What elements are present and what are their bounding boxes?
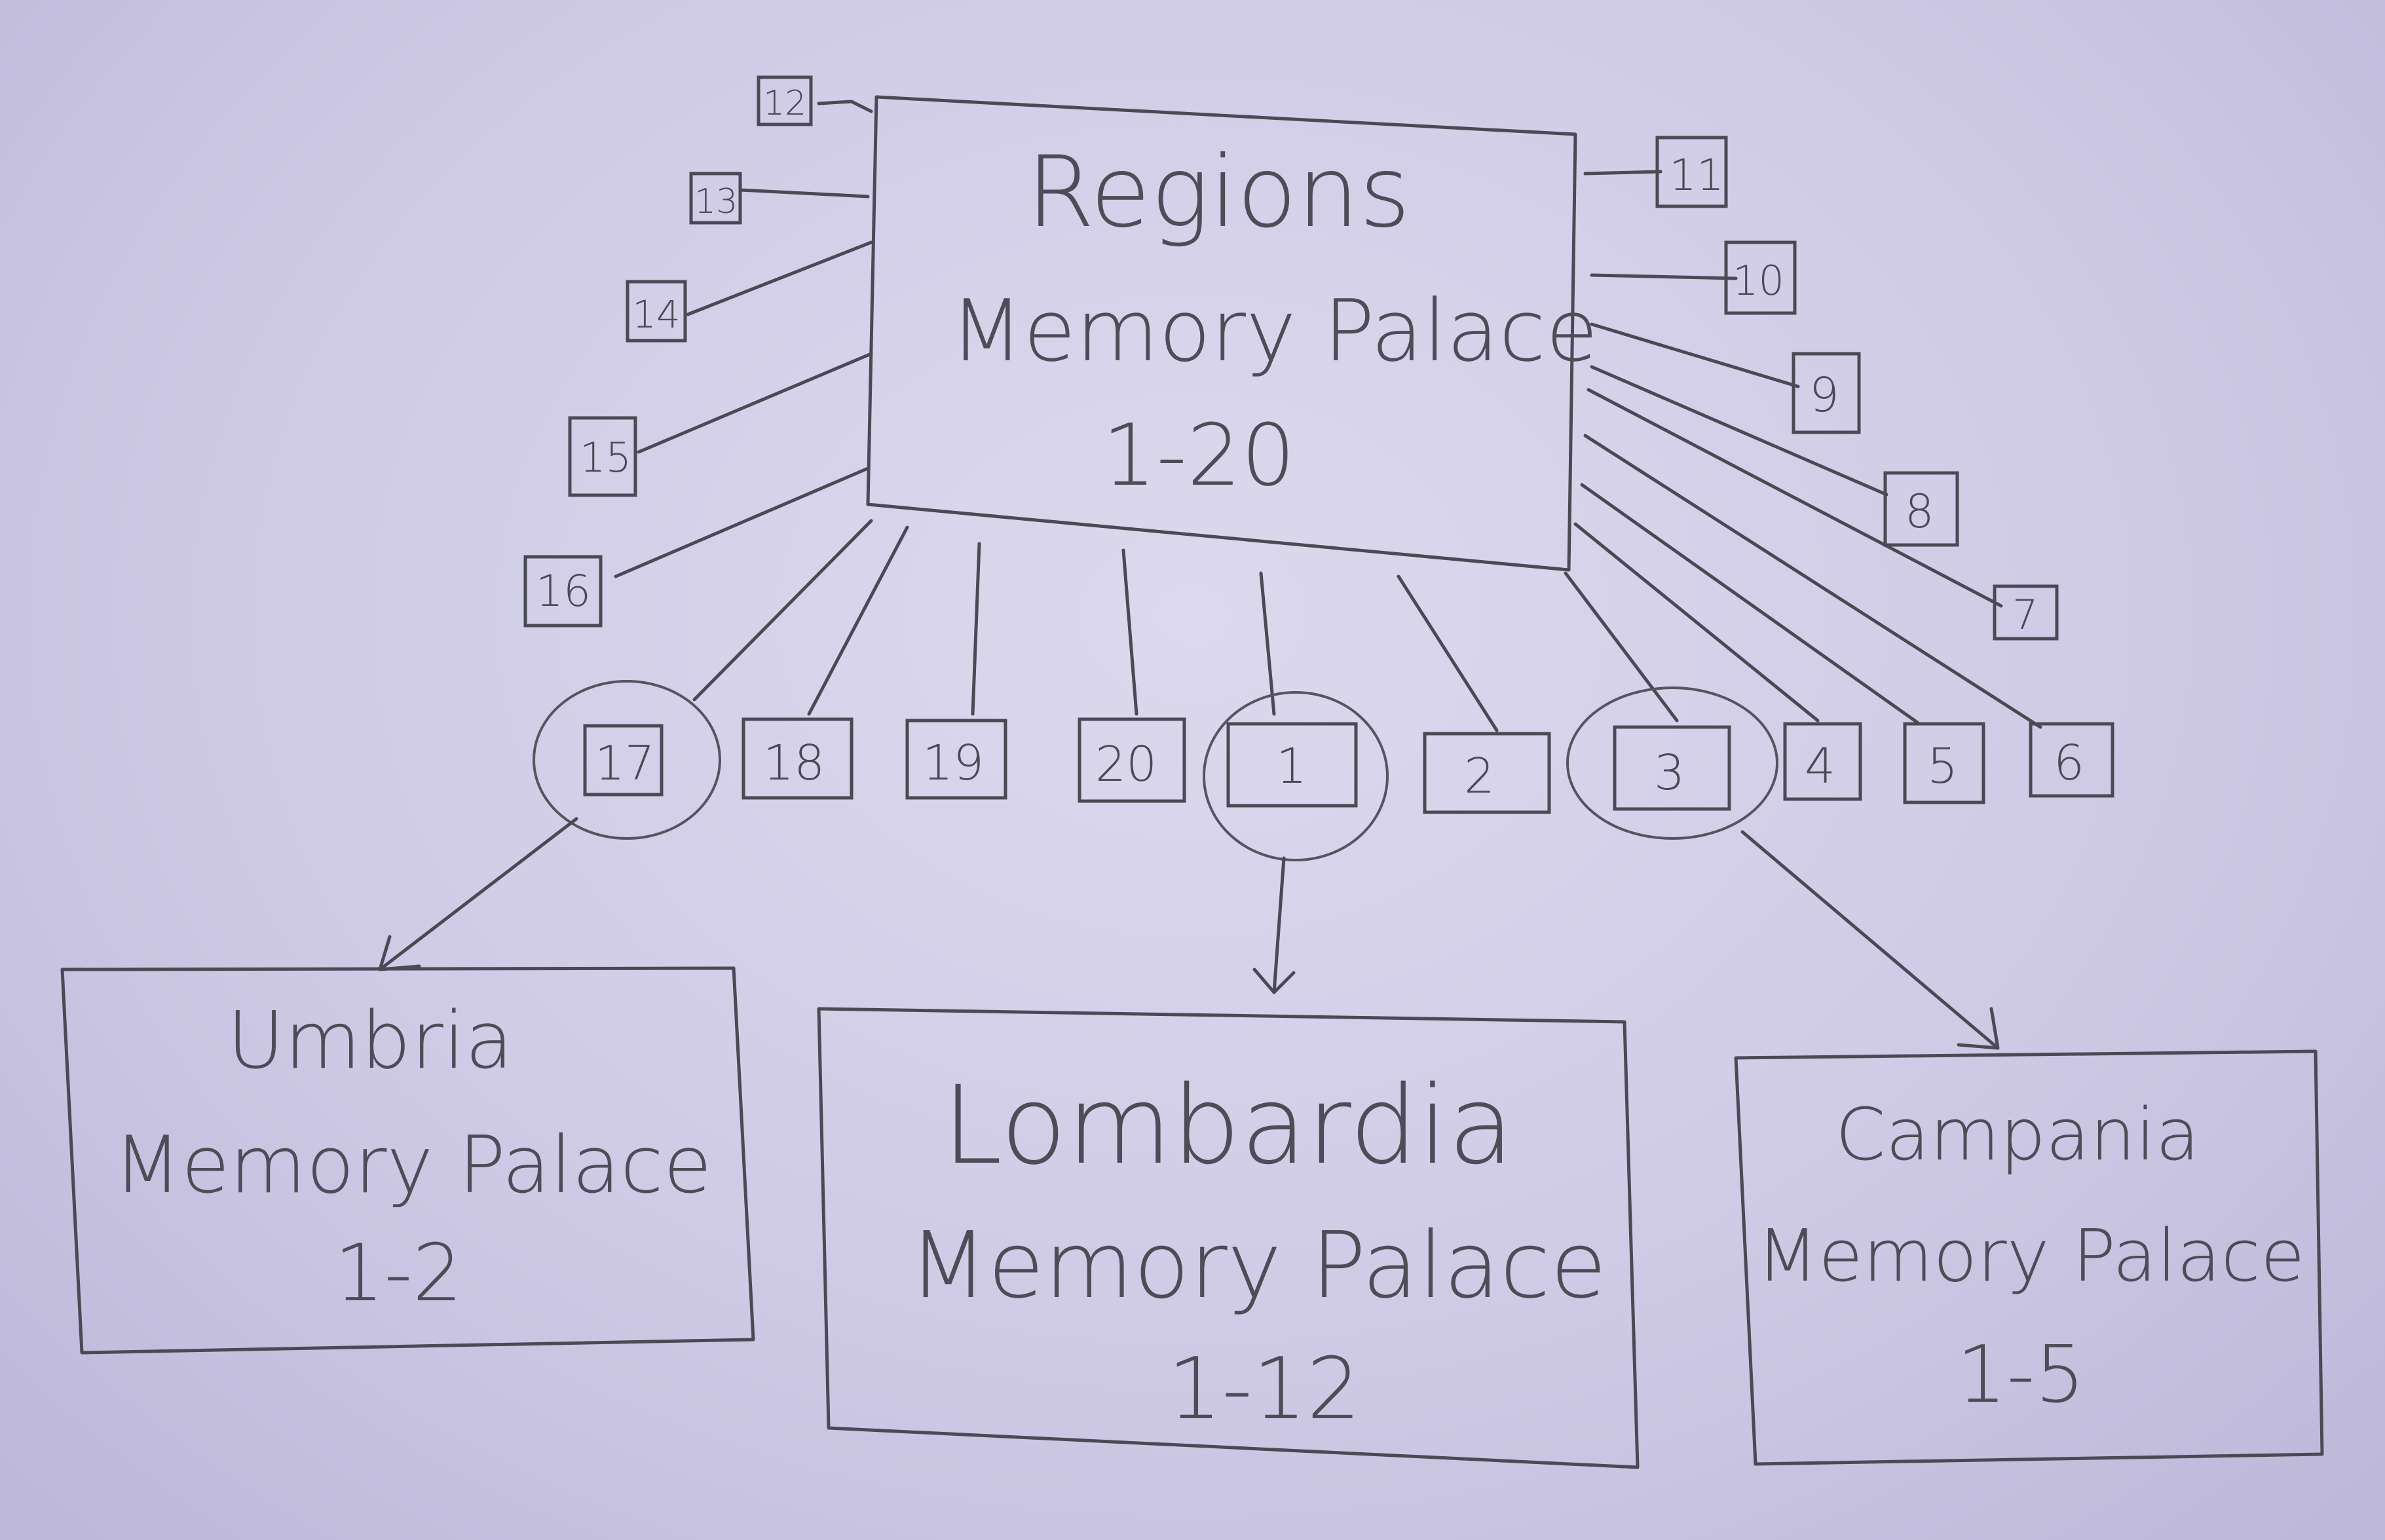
region-box-6: 6 — [2029, 722, 2114, 798]
region-number: 15 — [580, 434, 631, 481]
selection-circles — [533, 680, 1778, 861]
connector-lines — [614, 100, 2042, 732]
region-box-11: 11 — [1655, 136, 1728, 208]
lombardia-range: 1-12 — [1167, 1339, 1361, 1438]
region-box-13: 13 — [689, 172, 742, 225]
region-number: 13 — [694, 182, 738, 221]
region-box-14: 14 — [626, 280, 687, 343]
region-number: 20 — [1095, 736, 1157, 793]
region-number: 9 — [1809, 367, 1839, 423]
region-box-16: 16 — [523, 555, 603, 628]
region-box-2: 2 — [1423, 732, 1551, 814]
region-box-19: 19 — [905, 719, 1007, 800]
umbria-subtitle: Memory Palace — [113, 1120, 711, 1211]
region-number: 11 — [1669, 150, 1724, 200]
main-palace-box: Regions Memory Palace 1-20 — [866, 95, 1598, 572]
region-number: 6 — [2054, 735, 2084, 791]
region-box-15: 15 — [568, 416, 637, 497]
region-number: 8 — [1905, 485, 1934, 538]
circle-17 — [533, 680, 721, 840]
region-number: 2 — [1464, 748, 1495, 804]
region-number: 5 — [1927, 738, 1958, 795]
region-box-7: 7 — [1993, 584, 2059, 641]
region-number: 7 — [2012, 591, 2038, 639]
region-box-12: 12 — [757, 75, 813, 126]
campania-title: Campania — [1835, 1093, 2200, 1176]
lombardia-title: Lombardia — [942, 1062, 1514, 1188]
region-box-10: 10 — [1724, 240, 1797, 315]
region-number: 12 — [763, 84, 806, 123]
lombardia-subtitle: Memory Palace — [909, 1212, 1607, 1319]
circle-1 — [1203, 691, 1389, 861]
main-palace-title: Regions — [1026, 136, 1410, 250]
region-box-17: 17 — [583, 724, 664, 797]
region-number: 16 — [536, 566, 591, 616]
region-box-8: 8 — [1883, 471, 1959, 547]
region-box-5: 5 — [1903, 722, 1985, 804]
region-box-20: 20 — [1078, 717, 1186, 803]
region-number: 17 — [595, 736, 655, 791]
region-number: 4 — [1805, 738, 1835, 795]
region-number: 3 — [1654, 745, 1685, 801]
region-box-18: 18 — [742, 717, 854, 800]
arrow-to-lombardia — [1252, 856, 1296, 994]
sub-palace-umbria: Umbria Memory Palace 1-2 — [60, 966, 755, 1355]
region-box-9: 9 — [1792, 352, 1861, 434]
campania-range: 1-5 — [1957, 1330, 2085, 1421]
region-number: 18 — [763, 735, 825, 791]
region-number: 14 — [632, 292, 681, 337]
arrow-to-umbria — [378, 817, 578, 971]
region-box-3: 3 — [1613, 725, 1731, 811]
umbria-range: 1-2 — [334, 1228, 462, 1319]
region-number: 1 — [1276, 738, 1307, 795]
region-number: 19 — [922, 735, 984, 791]
arrow-to-campania — [1740, 830, 2000, 1050]
sub-palace-lombardia: Lombardia Memory Palace 1-12 — [817, 1007, 1640, 1469]
main-palace-range: 1-20 — [1102, 405, 1295, 505]
region-box-4: 4 — [1783, 722, 1862, 801]
umbria-title: Umbria — [227, 996, 513, 1087]
region-number-boxes: 12 13 14 15 16 11 10 — [523, 75, 2114, 814]
region-box-1: 1 — [1226, 722, 1358, 808]
sub-palace-campania: Campania Memory Palace 1-5 — [1734, 1049, 2324, 1466]
circle-3 — [1566, 686, 1778, 840]
campania-subtitle: Memory Palace — [1756, 1214, 2304, 1298]
region-number: 10 — [1733, 257, 1784, 305]
main-palace-subtitle: Memory Palace — [950, 281, 1598, 381]
